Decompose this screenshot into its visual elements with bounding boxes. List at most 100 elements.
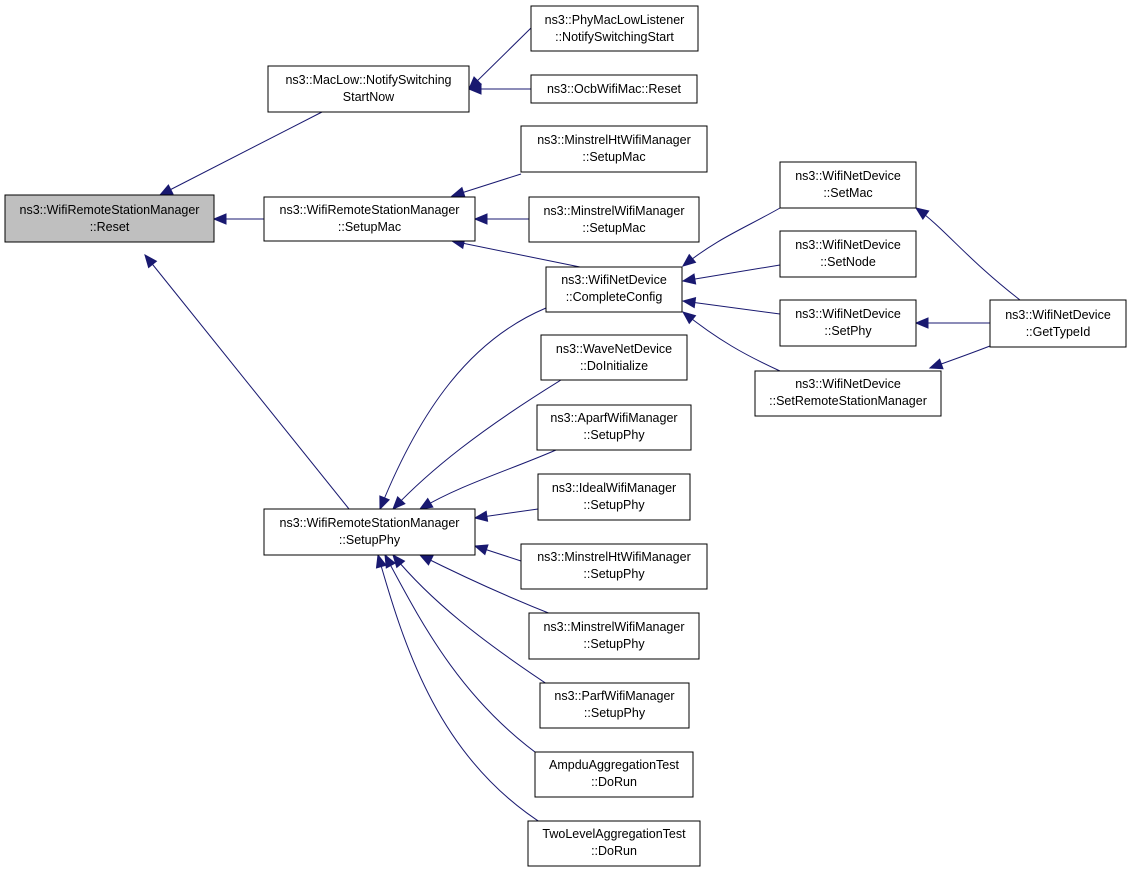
node-notify-now-line1: ns3::MacLow::NotifySwitching (285, 73, 451, 87)
edge-setphy-to-complete (682, 300, 781, 315)
node-setmac-line2: ::SetMac (823, 186, 872, 200)
node-aparf-line1: ns3::AparfWifiManager (550, 411, 677, 425)
node-setphy-line2: ::SetPhy (824, 324, 872, 338)
node-setupmac-line1: ns3::WifiRemoteStationManager (280, 203, 460, 217)
arrowhead-13 (928, 358, 944, 370)
node-set-node[interactable]: ns3::WifiNetDevice ::SetNode (779, 230, 917, 278)
edge-setrsm-to-complete (682, 311, 781, 372)
arrowhead-23 (375, 553, 387, 569)
node-wave-do-initialize[interactable]: ns3::WaveNetDevice ::DoInitialize (540, 334, 688, 381)
edges-layer (144, 27, 1021, 827)
node-minstrel-setup-mac[interactable]: ns3::MinstrelWifiManager ::SetupMac (528, 196, 700, 243)
node-set-remote-station-manager[interactable]: ns3::WifiNetDevice ::SetRemoteStationMan… (754, 370, 942, 417)
edge-setupphy-to-reset (144, 254, 350, 510)
node-setupmac-line2: ::SetupMac (338, 220, 401, 234)
node-parf-setup-phy[interactable]: ns3::ParfWifiManager ::SetupPhy (539, 682, 690, 729)
node-m-mac-line2: ::SetupMac (582, 221, 645, 235)
node-minstrel-ht-setup-mac[interactable]: ns3::MinstrelHtWifiManager ::SetupMac (520, 125, 708, 173)
node-mht-phy-line2: ::SetupPhy (583, 567, 645, 581)
node-two-level-do-run[interactable]: TwoLevelAggregationTest ::DoRun (527, 820, 701, 867)
arrowhead-21 (392, 553, 406, 569)
arrowhead-5 (473, 213, 488, 225)
node-ideal-line2: ::SetupPhy (583, 498, 645, 512)
node-mht-mac-line2: ::SetupMac (582, 150, 645, 164)
arrowhead-20 (418, 554, 434, 566)
node-setrsm-line1: ns3::WifiNetDevice (795, 377, 901, 391)
node-reset[interactable]: ns3::WifiRemoteStationManager ::Reset (4, 194, 215, 243)
arrowhead-3 (212, 213, 227, 225)
node-set-mac[interactable]: ns3::WifiNetDevice ::SetMac (779, 161, 917, 209)
edge-gettypeid-to-setmac (915, 207, 1021, 301)
arrowhead-0 (158, 184, 174, 196)
node-setup-mac[interactable]: ns3::WifiRemoteStationManager ::SetupMac (263, 196, 476, 242)
node-aparf-line2: ::SetupPhy (583, 428, 645, 442)
arrowhead-7 (681, 253, 697, 267)
node-phymac-line2: ::NotifySwitchingStart (555, 30, 674, 44)
node-reset-line2: ::Reset (90, 220, 130, 234)
edge-wave-to-setupphy (392, 379, 562, 510)
node-ideal-line1: ns3::IdealWifiManager (552, 481, 676, 495)
node-phymac-listener[interactable]: ns3::PhyMacLowListener ::NotifySwitching… (530, 5, 699, 52)
node-m-phy-line2: ::SetupPhy (583, 637, 645, 651)
node-notify-now-line2: StartNow (343, 90, 395, 104)
edge-notify_now-to-reset (159, 111, 323, 196)
arrowhead-16 (392, 495, 406, 510)
node-setrsm-line2: ::SetRemoteStationManager (769, 394, 927, 408)
node-complete-config[interactable]: ns3::WifiNetDevice ::CompleteConfig (545, 266, 683, 313)
node-setphy-line1: ns3::WifiNetDevice (795, 307, 901, 321)
node-ampdu-line1: AmpduAggregationTest (549, 758, 679, 772)
node-setup-phy[interactable]: ns3::WifiRemoteStationManager ::SetupPhy (263, 508, 476, 556)
node-reset-line1: ns3::WifiRemoteStationManager (20, 203, 200, 217)
node-twolevel-line2: ::DoRun (591, 844, 637, 858)
edge-ampdu-to-setupphy (384, 554, 547, 761)
node-setnode-line1: ns3::WifiNetDevice (795, 238, 901, 252)
node-complete-line2: ::CompleteConfig (566, 290, 663, 304)
node-setupphy-line2: ::SetupPhy (339, 533, 401, 547)
arrowhead-10 (681, 311, 697, 325)
node-gettypeid-line2: ::GetTypeId (1026, 325, 1091, 339)
arrowhead-2 (467, 83, 482, 95)
node-setmac-line1: ns3::WifiNetDevice (795, 169, 901, 183)
node-ocb-reset-line1: ns3::OcbWifiMac::Reset (547, 82, 682, 96)
node-mht-phy-line1: ns3::MinstrelHtWifiManager (537, 550, 691, 564)
node-set-phy[interactable]: ns3::WifiNetDevice ::SetPhy (779, 299, 917, 347)
node-setnode-line2: ::SetNode (820, 255, 876, 269)
edge-setmac-to-complete (682, 207, 781, 267)
node-minstrel-setup-phy[interactable]: ns3::MinstrelWifiManager ::SetupPhy (528, 612, 700, 660)
node-get-type-id[interactable]: ns3::WifiNetDevice ::GetTypeId (989, 299, 1127, 348)
node-minstrel-ht-setup-phy[interactable]: ns3::MinstrelHtWifiManager ::SetupPhy (520, 543, 708, 590)
node-wave-line1: ns3::WaveNetDevice (556, 342, 672, 356)
arrowhead-11 (914, 207, 930, 220)
node-notify-switching-start-now[interactable]: ns3::MacLow::NotifySwitching StartNow (267, 65, 470, 113)
edge-twolevel-to-setupphy (377, 554, 547, 827)
node-m-phy-line1: ns3::MinstrelWifiManager (543, 620, 684, 634)
edge-aparf-to-setupphy (419, 449, 557, 510)
arrowhead-4 (450, 186, 466, 198)
arrowhead-18 (473, 510, 489, 522)
node-ideal-setup-phy[interactable]: ns3::IdealWifiManager ::SetupPhy (537, 473, 691, 521)
edge-parf-to-setupphy (392, 554, 557, 691)
node-ampdu-do-run[interactable]: AmpduAggregationTest ::DoRun (534, 751, 694, 798)
edge-setnode-to-complete (682, 264, 781, 282)
node-gettypeid-line1: ns3::WifiNetDevice (1005, 308, 1111, 322)
node-m-mac-line1: ns3::MinstrelWifiManager (543, 204, 684, 218)
node-aparf-setup-phy[interactable]: ns3::AparfWifiManager ::SetupPhy (536, 404, 692, 451)
node-wave-line2: ::DoInitialize (580, 359, 648, 373)
edge-complete-to-setupmac (451, 240, 581, 268)
node-ocb-reset[interactable]: ns3::OcbWifiMac::Reset (530, 74, 698, 104)
edge-complete-to-setupphy (379, 307, 547, 510)
edge-m_phy-to-setupphy (419, 554, 557, 617)
node-complete-line1: ns3::WifiNetDevice (561, 273, 667, 287)
arrowhead-15 (379, 495, 391, 511)
node-setupphy-line1: ns3::WifiRemoteStationManager (280, 516, 460, 530)
node-parf-line2: ::SetupPhy (584, 706, 646, 720)
node-ampdu-line2: ::DoRun (591, 775, 637, 789)
arrowhead-12 (914, 317, 929, 329)
arrowhead-22 (384, 553, 396, 569)
edge-phymac-to-notify_now (468, 27, 532, 90)
node-parf-line1: ns3::ParfWifiManager (554, 689, 674, 703)
node-twolevel-line1: TwoLevelAggregationTest (542, 827, 686, 841)
arrowhead-14 (144, 253, 158, 269)
arrowhead-9 (681, 296, 697, 309)
